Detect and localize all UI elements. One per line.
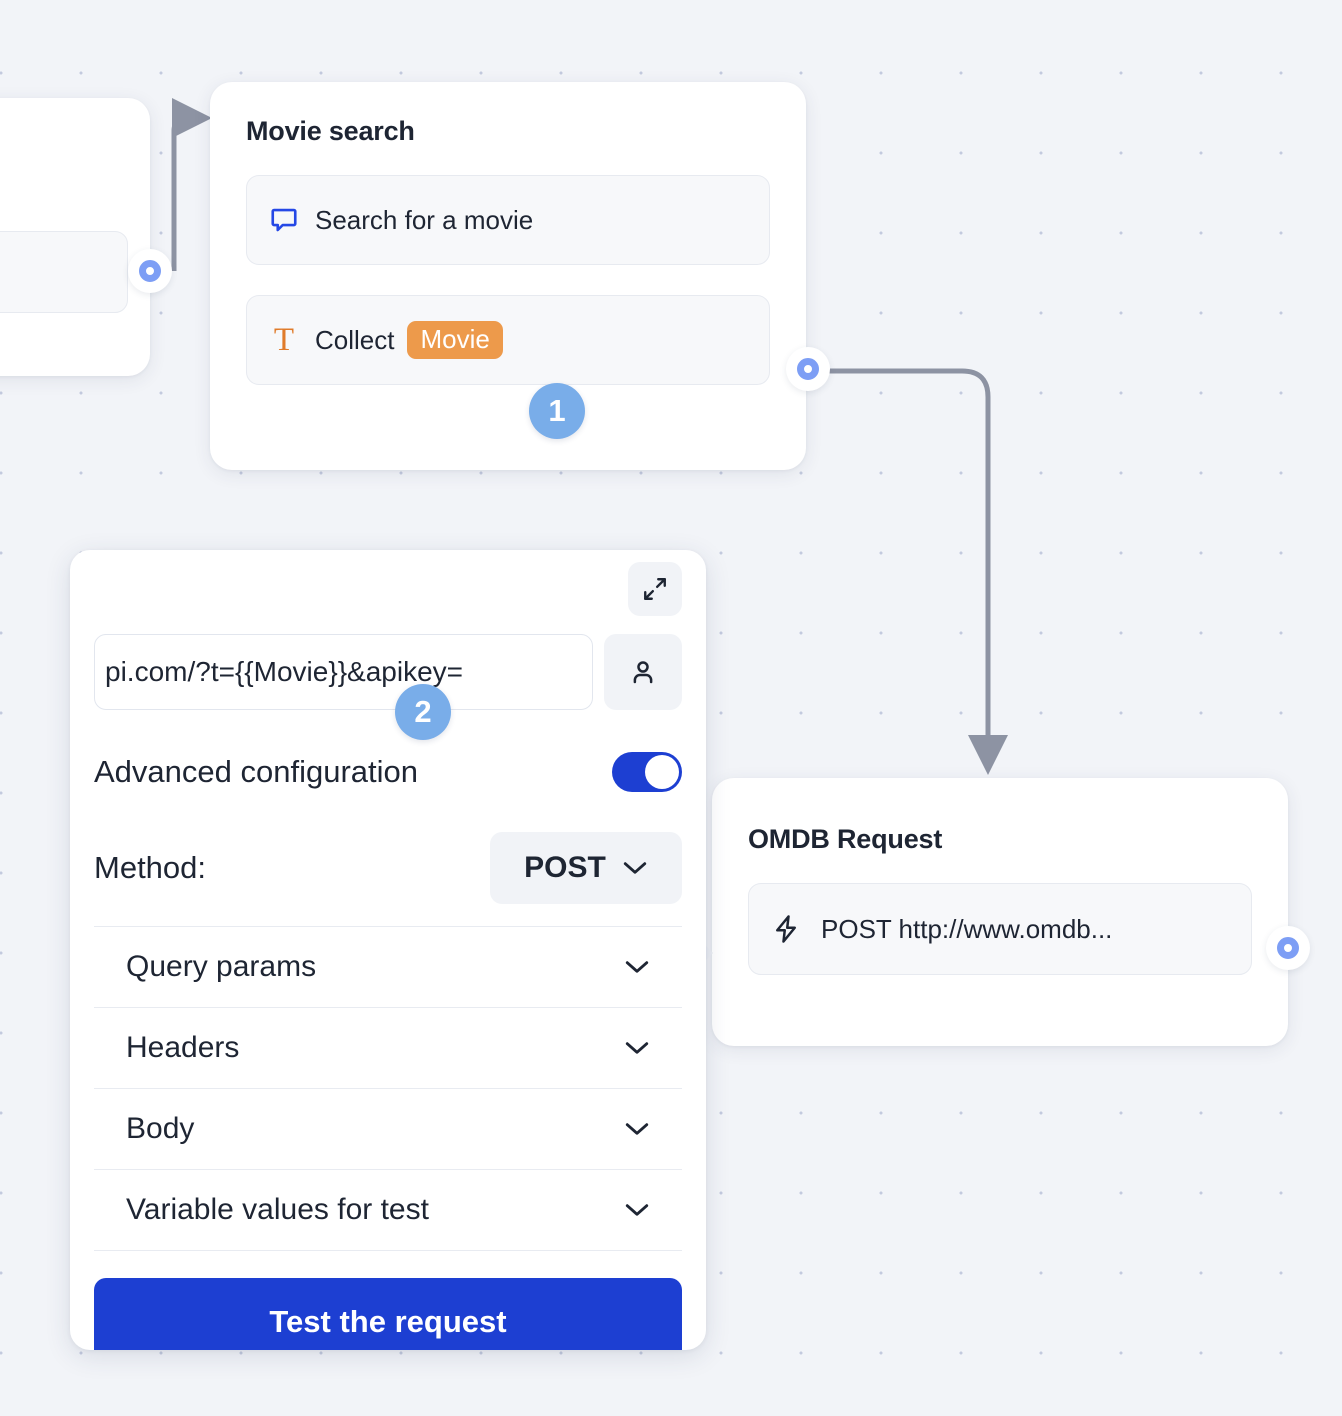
chevron-down-icon (625, 1123, 649, 1135)
movie-search-row-collect-label: Collect (315, 324, 395, 355)
chevron-down-icon (623, 862, 647, 874)
user-icon (633, 661, 653, 684)
text-t-icon: T (273, 321, 295, 358)
lightning-bolt-icon (776, 915, 796, 943)
chevron-down-icon (625, 961, 649, 973)
node-movie-search[interactable]: Movie search Search for a movie T Collec… (210, 82, 806, 470)
movie-search-row-collect[interactable]: T Collect Movie (246, 295, 770, 385)
accordion-body[interactable]: Body (94, 1089, 682, 1170)
accordion-headers[interactable]: Headers (94, 1008, 682, 1089)
expand-diagonal-icon (644, 578, 666, 600)
method-value: POST (524, 851, 606, 884)
step-badge-1: 1 (529, 383, 585, 439)
expand-button[interactable] (628, 562, 682, 616)
chevron-down-icon (625, 1204, 649, 1216)
accordion-query-params[interactable]: Query params (94, 927, 682, 1008)
partial-node-card[interactable] (0, 98, 150, 376)
port-partial-output[interactable] (128, 249, 172, 293)
request-url-input[interactable] (94, 634, 593, 710)
auth-user-button[interactable] (604, 634, 682, 710)
accordion-body-label: Body (126, 1112, 195, 1145)
omdb-request-row-post-label: POST http://www.omdb... (821, 913, 1113, 944)
request-config-panel: Advanced configuration Method: POST Quer… (70, 550, 706, 1350)
partial-node-row[interactable] (0, 231, 128, 313)
node-omdb-request[interactable]: OMDB Request POST http://www.omdb... (698, 778, 1288, 1046)
accordion-query-params-label: Query params (126, 950, 317, 983)
test-request-button[interactable]: Test the request (94, 1278, 682, 1350)
method-row: Method: POST (94, 832, 682, 927)
advanced-configuration-row: Advanced configuration (94, 752, 682, 792)
advanced-configuration-toggle[interactable] (612, 752, 682, 792)
accordion-variable-values-label: Variable values for test (126, 1193, 429, 1226)
movie-search-row-search-label: Search for a movie (315, 204, 534, 235)
chevron-down-icon (625, 1042, 649, 1054)
movie-search-title: Movie search (246, 116, 415, 146)
port-movie-search-output[interactable] (786, 347, 830, 391)
advanced-configuration-label: Advanced configuration (94, 754, 419, 789)
url-row (94, 634, 682, 710)
omdb-request-title: OMDB Request (748, 824, 943, 854)
method-label: Method: (94, 850, 207, 885)
variable-chip-movie[interactable]: Movie (407, 321, 503, 359)
port-omdb-request-output[interactable] (1266, 926, 1310, 970)
omdb-request-row-post[interactable]: POST http://www.omdb... (748, 883, 1252, 975)
method-select[interactable]: POST (490, 832, 682, 904)
step-badge-2: 2 (395, 684, 451, 740)
accordion-variable-values[interactable]: Variable values for test (94, 1170, 682, 1251)
chat-bubble-icon (271, 208, 297, 232)
accordion-headers-label: Headers (126, 1031, 240, 1064)
movie-search-row-search[interactable]: Search for a movie (246, 175, 770, 265)
